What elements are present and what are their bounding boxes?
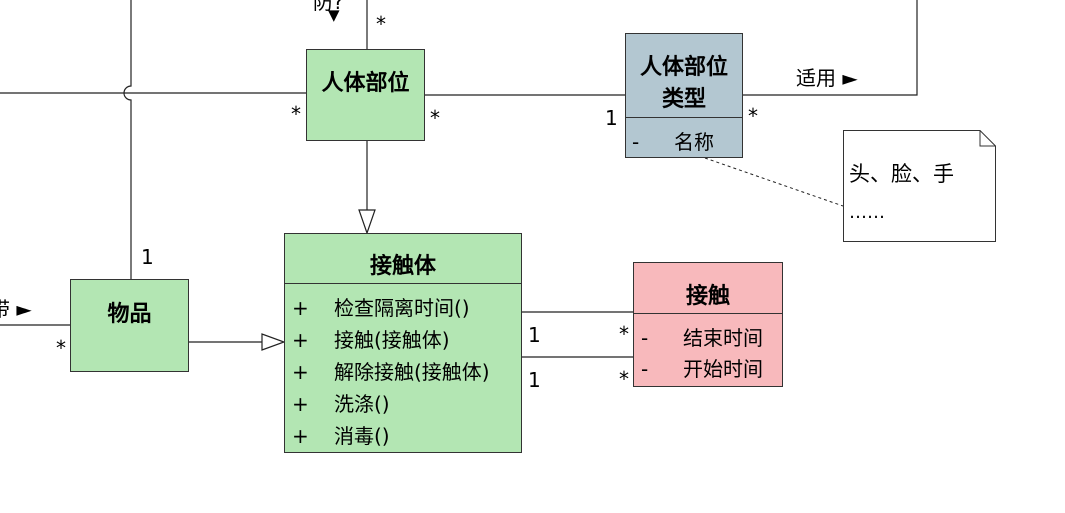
class-body-part-name: 人体部位 bbox=[321, 71, 410, 96]
operation-text: 洗涤() bbox=[334, 392, 390, 416]
note-line-1: 头、脸、手 bbox=[849, 162, 954, 186]
association-label-left-cut: 带 ► bbox=[0, 297, 32, 321]
multiplicity-item-top: 1 bbox=[141, 245, 154, 269]
class-item[interactable]: 物品 bbox=[70, 279, 189, 372]
class-operation: + 检查隔离时间() bbox=[292, 292, 470, 321]
item-up-association-line bbox=[123, 0, 132, 279]
multiplicity-contact-body-a: 1 bbox=[528, 323, 541, 347]
visibility-marker: + bbox=[292, 392, 309, 416]
class-body-part-type[interactable]: 人体部位 类型 - 名称 bbox=[625, 33, 743, 158]
class-contact[interactable]: 接触 - 结束时间 - 开始时间 bbox=[633, 262, 783, 387]
visibility-marker: + bbox=[292, 424, 309, 448]
association-direction-arrow: ▼ bbox=[328, 6, 340, 24]
class-contact-body-name: 接触体 bbox=[369, 254, 436, 279]
multiplicity-body-part-right: * bbox=[430, 106, 440, 130]
visibility-marker: + bbox=[292, 328, 309, 352]
operation-text: 解除接触(接触体) bbox=[334, 360, 490, 384]
class-divider bbox=[626, 117, 742, 118]
multiplicity-contact-b: * bbox=[619, 367, 629, 391]
class-attribute: - 名称 bbox=[632, 126, 714, 155]
attribute-text: 结束时间 bbox=[683, 326, 763, 350]
operation-text: 消毒() bbox=[334, 424, 390, 448]
note[interactable]: 头、脸、手 …… bbox=[843, 130, 996, 242]
class-contact-name: 接触 bbox=[685, 284, 730, 309]
class-body-part-type-name-line2: 类型 bbox=[661, 87, 706, 112]
visibility-marker: + bbox=[292, 296, 309, 320]
note-anchor-line bbox=[704, 157, 844, 207]
generalization-arrowhead-top bbox=[358, 209, 376, 235]
visibility-marker: - bbox=[632, 130, 640, 154]
visibility-marker: - bbox=[641, 357, 649, 381]
class-operation: + 消毒() bbox=[292, 420, 390, 449]
multiplicity-body-part-left: * bbox=[291, 102, 301, 126]
multiplicity-item-left: * bbox=[56, 336, 66, 360]
multiplicity-body-part-top: * bbox=[376, 12, 386, 36]
class-body-part[interactable]: 人体部位 bbox=[306, 49, 425, 141]
multiplicity-contact-body-b: 1 bbox=[528, 368, 541, 392]
operation-text: 检查隔离时间() bbox=[334, 296, 470, 320]
class-divider bbox=[285, 283, 521, 284]
applies-association-line bbox=[743, 0, 918, 96]
note-shape bbox=[843, 130, 996, 242]
multiplicity-type-right: * bbox=[748, 104, 758, 128]
visibility-marker: + bbox=[292, 360, 309, 384]
class-divider bbox=[634, 313, 782, 314]
multiplicity-type-left: 1 bbox=[605, 106, 618, 130]
class-item-name: 物品 bbox=[107, 302, 152, 327]
class-operation: + 解除接触(接触体) bbox=[292, 356, 490, 385]
class-attribute: - 开始时间 bbox=[641, 353, 763, 382]
class-contact-body[interactable]: 接触体 +检查隔离时间() +接触(接触体) +解除接触(接触体) +洗涤() … bbox=[284, 233, 522, 453]
class-body-part-type-name-line1: 人体部位 bbox=[639, 55, 728, 80]
association-label-applies: 适用 ► bbox=[796, 66, 858, 90]
attribute-text: 开始时间 bbox=[683, 357, 763, 381]
operation-text: 接触(接触体) bbox=[334, 328, 450, 352]
attribute-text: 名称 bbox=[674, 130, 714, 154]
note-line-2: …… bbox=[849, 202, 885, 223]
class-operation: + 接触(接触体) bbox=[292, 324, 450, 353]
class-operation: + 洗涤() bbox=[292, 388, 390, 417]
class-attribute: - 结束时间 bbox=[641, 322, 763, 351]
visibility-marker: - bbox=[641, 326, 649, 350]
generalization-arrowhead-left bbox=[261, 333, 286, 351]
association-label-top-cut: 防? bbox=[313, 0, 344, 14]
multiplicity-contact-a: * bbox=[619, 322, 629, 346]
